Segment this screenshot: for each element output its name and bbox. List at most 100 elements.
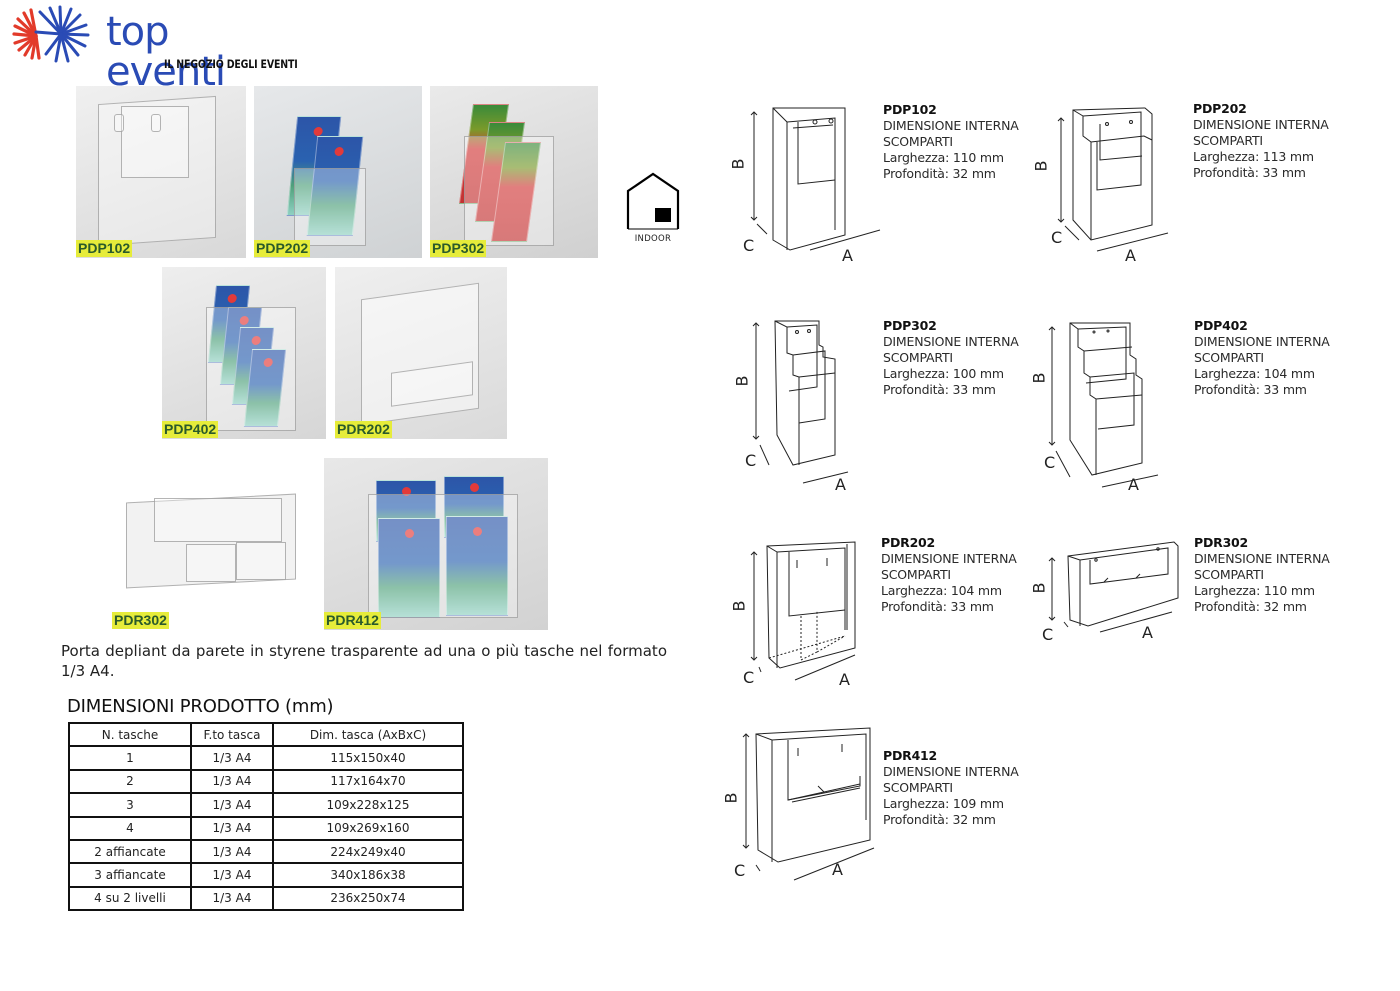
spec-width: Larghezza: 104 mm	[1194, 366, 1315, 381]
house-icon	[626, 172, 680, 230]
product-code-tag: PDR302	[112, 612, 169, 629]
spec-width: Larghezza: 109 mm	[883, 796, 1004, 811]
indoor-label: INDOOR	[634, 234, 672, 244]
spec-line2: SCOMPARTI	[881, 567, 951, 582]
axis-label-c: C	[745, 451, 757, 470]
spec-width: Larghezza: 104 mm	[881, 583, 1002, 598]
spec-pdr202: PDR202 DIMENSIONE INTERNA SCOMPARTI Larg…	[881, 535, 1017, 615]
spec-width: Larghezza: 110 mm	[883, 150, 1004, 165]
spec-width: Larghezza: 113 mm	[1193, 149, 1314, 164]
holder-drawing-icon	[1048, 322, 1159, 488]
cell-pockets: 2	[68, 768, 192, 795]
axis-label-c: C	[1042, 625, 1054, 644]
axis-label-b: B	[1031, 160, 1051, 172]
axis-label-a: A	[1128, 475, 1139, 494]
cell-format: 1/3 A4	[190, 815, 274, 841]
photo-pdp402: PDP402	[162, 267, 326, 439]
spec-pdp102: PDP102 DIMENSIONE INTERNA SCOMPARTI Larg…	[883, 102, 1019, 182]
spec-line1: DIMENSIONE INTERNA	[883, 764, 1019, 779]
brand-name: top eventi	[106, 9, 226, 95]
spec-code: PDP202	[1193, 101, 1247, 116]
cell-pockets: 1	[68, 745, 192, 771]
axis-label-a: A	[1142, 623, 1153, 642]
cell-format: 1/3 A4	[190, 885, 274, 912]
header-pockets: N. tasche	[68, 721, 192, 748]
cell-dimensions: 236x250x74	[272, 885, 464, 912]
holder-drawing-icon	[752, 320, 849, 484]
photo-pdp302: PDP302	[430, 86, 598, 258]
product-code-tag: PDR412	[324, 612, 381, 629]
holder-drawing-icon	[742, 727, 875, 881]
cell-dimensions: 109x269x160	[272, 815, 464, 841]
holder-drawing-icon	[750, 541, 856, 681]
spec-line2: SCOMPARTI	[883, 780, 953, 795]
axis-label-a: A	[842, 246, 853, 265]
spec-depth: Profondità: 33 mm	[1193, 165, 1306, 180]
photo-pdr202: PDR202	[335, 267, 507, 439]
brand-tagline: IL NEGOZIO DEGLI EVENTI	[164, 57, 298, 71]
axis-label-b: B	[728, 158, 748, 170]
cell-pockets: 2 affiancate	[68, 838, 192, 865]
spec-line1: DIMENSIONE INTERNA	[883, 334, 1019, 349]
cell-pockets: 3	[68, 792, 192, 818]
photo-pdr302: PDR302	[112, 452, 314, 630]
cell-format: 1/3 A4	[190, 792, 274, 818]
spec-line2: SCOMPARTI	[1193, 133, 1263, 148]
axis-label-b: B	[1029, 582, 1049, 594]
spec-code: PDR412	[883, 748, 938, 763]
cell-format: 1/3 A4	[190, 745, 274, 771]
axis-label-b: B	[729, 600, 749, 612]
spec-line1: DIMENSIONE INTERNA	[881, 551, 1017, 566]
spec-depth: Profondità: 33 mm	[1194, 382, 1307, 397]
axis-label-a: A	[839, 670, 850, 689]
cell-dimensions: 115x150x40	[272, 745, 464, 771]
spec-code: PDP102	[883, 102, 937, 117]
spec-code: PDR302	[1194, 535, 1249, 550]
spec-code: PDR202	[881, 535, 936, 550]
axis-label-b: B	[1029, 372, 1049, 384]
cell-format: 1/3 A4	[190, 838, 274, 865]
cell-format: 1/3 A4	[190, 862, 274, 888]
spec-depth: Profondità: 33 mm	[881, 599, 994, 614]
product-code-tag: PDP402	[162, 421, 219, 438]
spec-line2: SCOMPARTI	[1194, 567, 1264, 582]
axis-label-a: A	[835, 475, 846, 494]
cell-pockets: 4 su 2 livelli	[68, 885, 192, 912]
spec-pdp302: PDP302 DIMENSIONE INTERNA SCOMPARTI Larg…	[883, 318, 1019, 398]
cell-pockets: 3 affiancate	[68, 862, 192, 888]
holder-drawing-icon	[1048, 541, 1179, 633]
product-code-tag: PDP202	[254, 240, 311, 257]
axis-label-c: C	[1044, 453, 1056, 472]
product-code-tag: PDP302	[430, 240, 487, 257]
spec-width: Larghezza: 110 mm	[1194, 583, 1315, 598]
product-code-tag: PDP102	[76, 240, 133, 257]
axis-label-c: C	[1051, 228, 1063, 247]
holder-drawing-icon	[1057, 107, 1169, 252]
spec-pdr412: PDR412 DIMENSIONE INTERNA SCOMPARTI Larg…	[883, 748, 1019, 828]
spec-depth: Profondità: 32 mm	[883, 166, 996, 181]
cell-dimensions: 224x249x40	[272, 838, 464, 865]
spec-width: Larghezza: 100 mm	[883, 366, 1004, 381]
photo-pdr412: PDR412	[324, 458, 548, 630]
indoor-badge: INDOOR	[625, 171, 681, 247]
brand-logo[interactable]: top eventi IL NEGOZIO DEGLI EVENTI	[6, 4, 298, 92]
spec-line2: SCOMPARTI	[883, 134, 953, 149]
header-format: F.to tasca	[190, 721, 274, 748]
spec-depth: Profondità: 32 mm	[883, 812, 996, 827]
header-dimensions: Dim. tasca (AxBxC)	[272, 721, 464, 748]
axis-label-b: B	[721, 792, 741, 804]
product-code-tag: PDR202	[335, 421, 392, 438]
spec-line1: DIMENSIONE INTERNA	[883, 118, 1019, 133]
spec-pdp202: PDP202 DIMENSIONE INTERNA SCOMPARTI Larg…	[1193, 101, 1329, 181]
spec-line1: DIMENSIONE INTERNA	[1194, 334, 1330, 349]
axis-label-a: A	[1125, 246, 1136, 265]
spec-line1: DIMENSIONE INTERNA	[1194, 551, 1330, 566]
cell-dimensions: 109x228x125	[272, 792, 464, 818]
